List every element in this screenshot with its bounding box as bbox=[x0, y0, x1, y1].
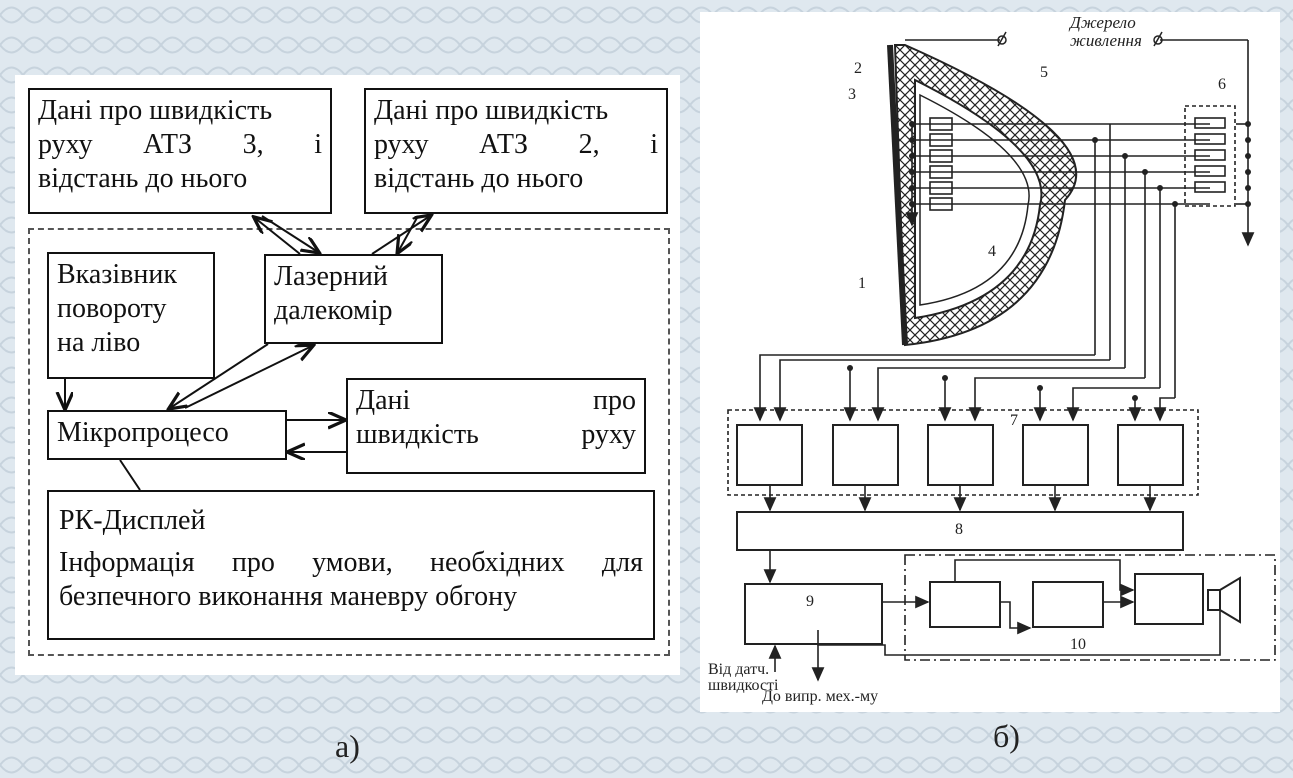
label-2: 2 bbox=[854, 60, 862, 78]
power-line-2: живлення bbox=[1070, 32, 1142, 50]
label-5: 5 bbox=[1040, 64, 1048, 82]
caption-b: б) bbox=[993, 718, 1020, 755]
label-1: 1 bbox=[858, 275, 866, 293]
label-7: 7 bbox=[1010, 412, 1018, 430]
label-3: 3 bbox=[848, 86, 856, 104]
label-6: 6 bbox=[1218, 76, 1226, 94]
label-4: 4 bbox=[988, 243, 996, 261]
headlight-assembly bbox=[890, 45, 1076, 345]
power-source-label: Джерело живлення bbox=[1070, 14, 1142, 50]
label-8: 8 bbox=[955, 521, 963, 539]
label-10: 10 bbox=[1070, 636, 1086, 654]
power-line-1: Джерело bbox=[1070, 14, 1142, 32]
sensor-line-1: Від датч. bbox=[708, 662, 778, 678]
label-9: 9 bbox=[806, 593, 814, 611]
to-mechanism-label: До випр. мех.-му bbox=[762, 688, 878, 706]
